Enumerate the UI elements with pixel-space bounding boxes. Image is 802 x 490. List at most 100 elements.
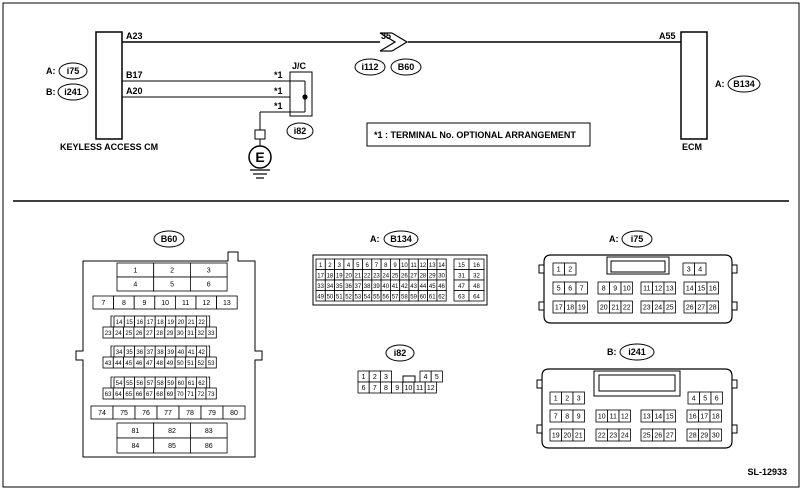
pin-number: 85 — [168, 443, 176, 450]
pin-number: 10 — [401, 263, 408, 269]
pin-number: 1 — [557, 267, 561, 274]
pin-number: 12 — [654, 286, 662, 293]
pin-number: 41 — [392, 284, 399, 290]
pin-number: 33 — [317, 284, 324, 290]
pin-cell — [572, 391, 585, 405]
i241-title-bubble — [619, 343, 655, 361]
i82-title: i82 — [394, 348, 407, 358]
pin-cell — [710, 391, 723, 405]
pin-number: 44 — [115, 361, 122, 367]
pin-cell — [222, 405, 246, 420]
pin-number: 6 — [207, 282, 211, 289]
pin-number: 82 — [168, 428, 176, 435]
pin-number: 48 — [473, 284, 480, 290]
pin-number: 13 — [666, 286, 674, 293]
pin-number: 37 — [147, 350, 154, 356]
pin-number: 29 — [429, 273, 436, 279]
pin-number: 62 — [198, 381, 205, 387]
conn-i112-label: i112 — [361, 62, 378, 72]
wire-a55-label: A55 — [659, 31, 676, 41]
pin-number: 34 — [116, 350, 123, 356]
pin-cell — [575, 300, 588, 314]
jc-label: J/C — [292, 61, 307, 71]
pin-number: 23 — [609, 433, 617, 440]
pin-number: 19 — [578, 305, 586, 312]
pin-number: 31 — [458, 273, 465, 279]
i75-title-bubble — [621, 230, 653, 248]
pin-number: 16 — [473, 263, 480, 269]
i241-tab-right-2 — [731, 424, 738, 434]
inline-arrow-left — [379, 32, 397, 52]
i75-tab-right-2 — [731, 301, 738, 311]
pin-number: 3 — [577, 396, 581, 403]
pin-cell — [572, 409, 585, 423]
pin-number: 9 — [577, 414, 581, 421]
ecm-label: ECM — [682, 142, 702, 152]
pin-number: 73 — [208, 392, 215, 398]
conn-i241-bubble — [57, 83, 89, 101]
pin-number: 7 — [580, 286, 584, 293]
pin-number: 39 — [373, 284, 380, 290]
pin-number: 48 — [156, 361, 163, 367]
pin-number: 18 — [327, 273, 334, 279]
keyless-access-cm: KEYLESS ACCESS CM A: i75 B: i241 — [46, 31, 158, 152]
pin-number: 7 — [101, 300, 105, 307]
pin-number: 20 — [178, 320, 185, 326]
pin-number: 24 — [115, 331, 122, 337]
conn-i112-bubble — [354, 58, 386, 76]
note-text: *1 : TERMINAL No. OPTIONAL ARRANGEMENT — [374, 130, 576, 140]
pin-number: 22 — [364, 273, 371, 279]
pin-number: 36 — [345, 284, 352, 290]
keyless-module-label: KEYLESS ACCESS CM — [60, 142, 158, 152]
footer-code: SL-12933 — [747, 467, 787, 477]
pin-number: 5 — [703, 396, 707, 403]
i241-housing — [541, 368, 733, 449]
pin-number: 42 — [198, 350, 205, 356]
pin-number: 30 — [438, 273, 445, 279]
i241-prefix: B: — [607, 347, 617, 357]
pin-number: 24 — [382, 273, 389, 279]
pin-number: 40 — [382, 284, 389, 290]
pin-number: 3 — [687, 267, 691, 274]
pin-number: 63 — [105, 392, 112, 398]
i241-tab-left-2 — [536, 424, 543, 434]
pin-number: 54 — [116, 381, 123, 387]
pin-number: 27 — [146, 331, 153, 337]
conn-i82-label: i82 — [294, 126, 307, 136]
pin-number: 78 — [186, 410, 194, 417]
pin-number: 14 — [686, 286, 694, 293]
pin-number: 15 — [458, 263, 465, 269]
pin-number: 27 — [410, 273, 417, 279]
pin-number: 15 — [666, 414, 674, 421]
pin-number: 68 — [156, 392, 163, 398]
conn-b-prefix: B: — [46, 87, 56, 97]
conn-i75-label: i75 — [67, 66, 80, 76]
ecm-conn-prefix: A: — [715, 79, 725, 89]
pin-number: 56 — [382, 294, 389, 300]
pin-cell — [618, 428, 631, 442]
pin-number: 2 — [373, 374, 377, 381]
pin-number: 14 — [654, 414, 662, 421]
pin-number: 45 — [125, 361, 132, 367]
pin-number: 61 — [188, 381, 195, 387]
pin-number: 4 — [424, 374, 428, 381]
pin-number: 4 — [698, 267, 702, 274]
pin-number: 9 — [393, 263, 397, 269]
pin-number: 6 — [365, 263, 369, 269]
pin-number: 20 — [563, 433, 571, 440]
pin-number: 64 — [115, 392, 122, 398]
wires: A23 B17 A20 A55 — [122, 31, 681, 98]
ecm-module: ECM A: B134 — [680, 31, 761, 152]
pin-number: 66 — [136, 392, 143, 398]
jc-box — [289, 71, 313, 117]
pin-number: 1 — [133, 268, 137, 275]
pin-number: 80 — [230, 410, 238, 417]
pin-number: 23 — [373, 273, 380, 279]
pin-number: 28 — [156, 331, 163, 337]
pin-number: 34 — [327, 284, 334, 290]
pin-number: 52 — [345, 294, 352, 300]
pin-number: 5 — [356, 263, 360, 269]
